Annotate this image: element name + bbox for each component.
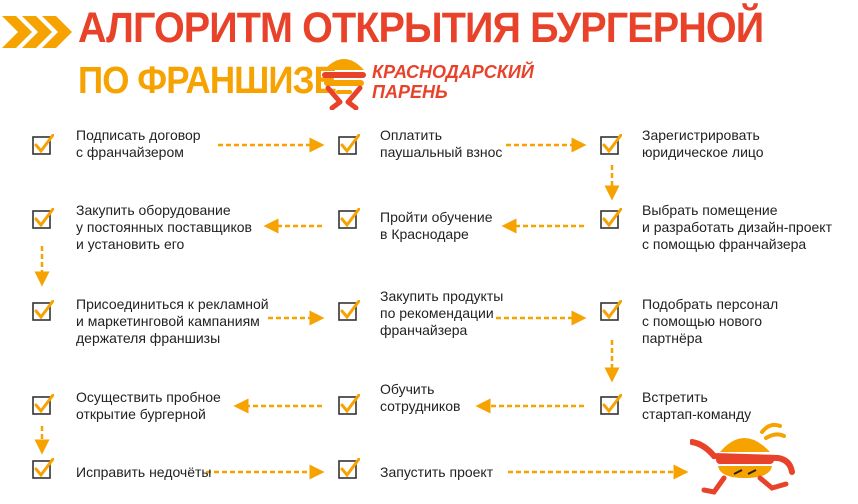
checkbox-icon	[32, 208, 54, 229]
step-1-text: Подписать договор с франчайзером	[76, 127, 201, 160]
step-13-text: Исправить недочёты	[76, 464, 212, 480]
step-11-text: Обучить сотрудников	[380, 381, 461, 414]
checkbox-icon	[600, 300, 622, 321]
step-6-text: Закупить оборудование у постоянных поста…	[76, 202, 252, 252]
brand-name: КРАСНОДАРСКИЙ ПАРЕНЬ	[372, 62, 534, 102]
burger-logo-icon	[322, 59, 366, 110]
checkbox-icon	[600, 134, 622, 155]
page-subtitle: ПО ФРАНШИЗЕ	[78, 60, 337, 102]
checkbox-icon	[32, 300, 54, 321]
step-2-text: Оплатить паушальный взнос	[380, 127, 503, 160]
step-5-text: Пройти обучение в Краснодаре	[380, 209, 493, 242]
checkbox-icon	[338, 458, 360, 479]
checkbox-icon	[338, 300, 360, 321]
checkbox-icon	[32, 134, 54, 155]
step-8-text: Закупить продукты по рекомендации франча…	[380, 288, 504, 338]
brand-line-2: ПАРЕНЬ	[372, 82, 448, 102]
step-14-text: Запустить проект	[380, 464, 494, 480]
checkbox-icon	[32, 458, 54, 479]
step-9-text: Подобрать персонал с помощью нового парт…	[642, 296, 779, 346]
checkbox-icon	[600, 208, 622, 229]
chevrons-icon	[2, 16, 72, 48]
brand-line-1: КРАСНОДАРСКИЙ	[372, 62, 534, 82]
step-4-text: Выбрать помещение и разработать дизайн-п…	[642, 202, 832, 252]
step-10-text: Встретить стартап-команду	[642, 389, 752, 422]
step-3-text: Зарегистрировать юридическое лицо	[642, 127, 764, 160]
checkbox-icon	[32, 394, 54, 415]
page-title: АЛГОРИТМ ОТКРЫТИЯ БУРГЕРНОЙ	[78, 4, 764, 52]
checkbox-icon	[338, 208, 360, 229]
step-7-text: Присоединиться к рекламной и маркетингов…	[76, 296, 269, 346]
mascot-icon	[690, 422, 795, 495]
checkbox-icon	[600, 394, 622, 415]
checkbox-icon	[338, 134, 360, 155]
checkbox-icon	[338, 394, 360, 415]
step-12-text: Осуществить пробное открытие бургерной	[76, 389, 221, 422]
